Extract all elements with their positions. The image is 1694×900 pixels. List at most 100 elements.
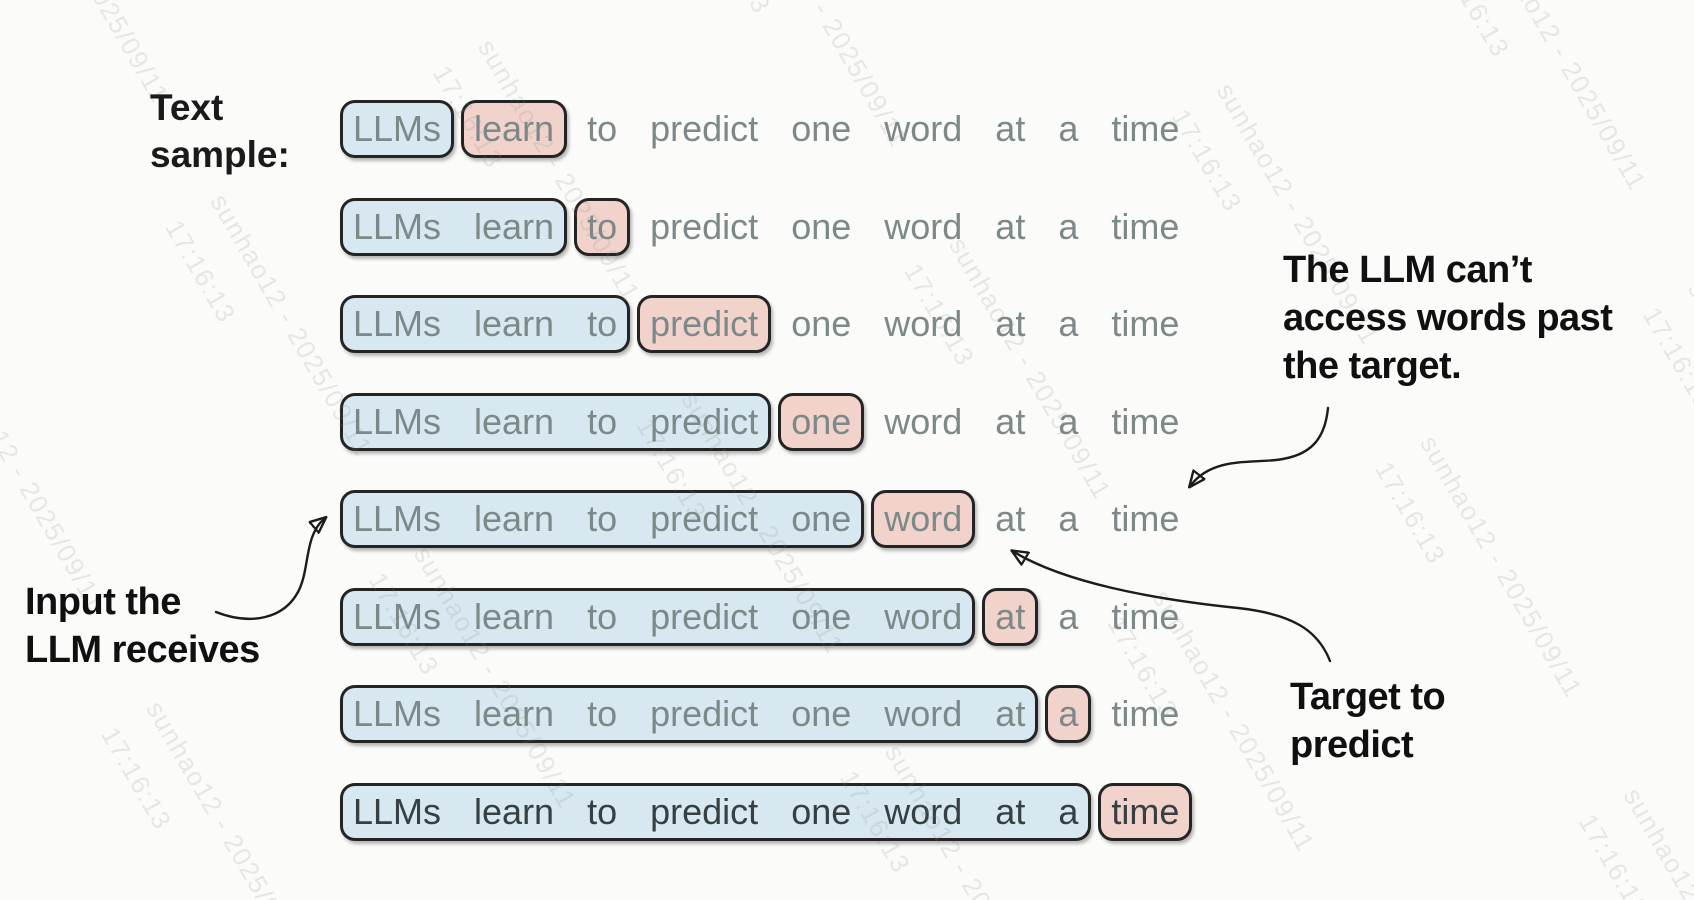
input-word: predict [650, 400, 759, 442]
future-word: time [1111, 108, 1180, 149]
input-word: word [884, 790, 963, 832]
input-word: one [791, 498, 852, 539]
target-label: Target to predict [1290, 676, 1446, 766]
future-word: a [1058, 205, 1079, 247]
input-context-box [340, 490, 864, 548]
input-word: learn [474, 790, 555, 832]
future-word: at [995, 303, 1026, 344]
cant-access-label: The LLM can’t access words past the targ… [1283, 249, 1613, 387]
future-word: a [1058, 303, 1079, 344]
input-word: LLMs [353, 498, 442, 539]
future-word: time [1111, 595, 1180, 637]
target-word: at [995, 595, 1026, 637]
target-word-box [1045, 685, 1091, 743]
input-word: LLMs [353, 108, 442, 149]
future-word: time [1111, 205, 1180, 247]
input-word: learn [474, 498, 555, 539]
future-word: a [1058, 498, 1079, 539]
input-word: a [1058, 790, 1079, 832]
future-word: time [1111, 498, 1180, 539]
input-word: LLMs [353, 400, 442, 442]
input-word: to [587, 498, 618, 539]
input-word: LLMs [353, 790, 442, 832]
input-word: to [587, 790, 618, 832]
target-word-box [461, 100, 567, 158]
future-word: word [884, 205, 963, 247]
future-word: a [1058, 400, 1079, 442]
future-word: predict [650, 108, 759, 149]
input-context-box [340, 587, 975, 646]
input-word: to [587, 303, 618, 344]
future-word: word [884, 108, 963, 149]
input-word: predict [650, 790, 759, 832]
target-word: a [1058, 693, 1079, 734]
future-word: a [1058, 108, 1079, 149]
input-word: at [995, 693, 1026, 734]
target-word-box [778, 392, 864, 451]
future-word: one [791, 303, 852, 344]
future-word: a [1058, 595, 1079, 637]
future-word: one [791, 205, 852, 247]
future-word: predict [650, 205, 759, 247]
target-word: one [791, 400, 852, 442]
future-word: time [1111, 693, 1180, 734]
target-word: word [884, 498, 963, 539]
target-word: time [1111, 790, 1180, 832]
future-word: to [587, 108, 618, 149]
future-word: one [791, 108, 852, 149]
input-word: learn [474, 303, 555, 344]
input-context-box [340, 197, 567, 256]
input-context-box [340, 295, 630, 353]
input-word: LLMs [353, 595, 442, 637]
input-context-box [340, 782, 1091, 841]
future-word: time [1111, 400, 1180, 442]
future-word: at [995, 108, 1026, 149]
input-word: one [791, 595, 852, 637]
input-word: LLMs [353, 205, 442, 247]
input-word: predict [650, 693, 759, 734]
input-word: one [791, 693, 852, 734]
input-word: predict [650, 595, 759, 637]
target-word: learn [474, 108, 555, 149]
target-word-box [871, 490, 975, 548]
input-context-box [340, 100, 454, 158]
target-word-box [574, 197, 630, 256]
input-context-box [340, 685, 1038, 743]
input-word: LLMs [353, 693, 442, 734]
future-word: time [1111, 303, 1180, 344]
input-word: LLMs [353, 303, 442, 344]
input-word: to [587, 693, 618, 734]
input-word: to [587, 400, 618, 442]
input-word: word [884, 693, 963, 734]
target-word-box [1098, 782, 1192, 841]
future-word: word [884, 303, 963, 344]
future-word: at [995, 205, 1026, 247]
input-label: Input the LLM receives [25, 581, 260, 671]
input-word: learn [474, 595, 555, 637]
input-word: word [884, 595, 963, 637]
future-word: word [884, 400, 963, 442]
input-word: learn [474, 400, 555, 442]
input-word: one [791, 790, 852, 832]
target-word-box [637, 295, 771, 353]
input-word: predict [650, 498, 759, 539]
input-context-box [340, 392, 771, 451]
input-word: at [995, 790, 1026, 832]
input-word: learn [474, 205, 555, 247]
future-word: at [995, 400, 1026, 442]
